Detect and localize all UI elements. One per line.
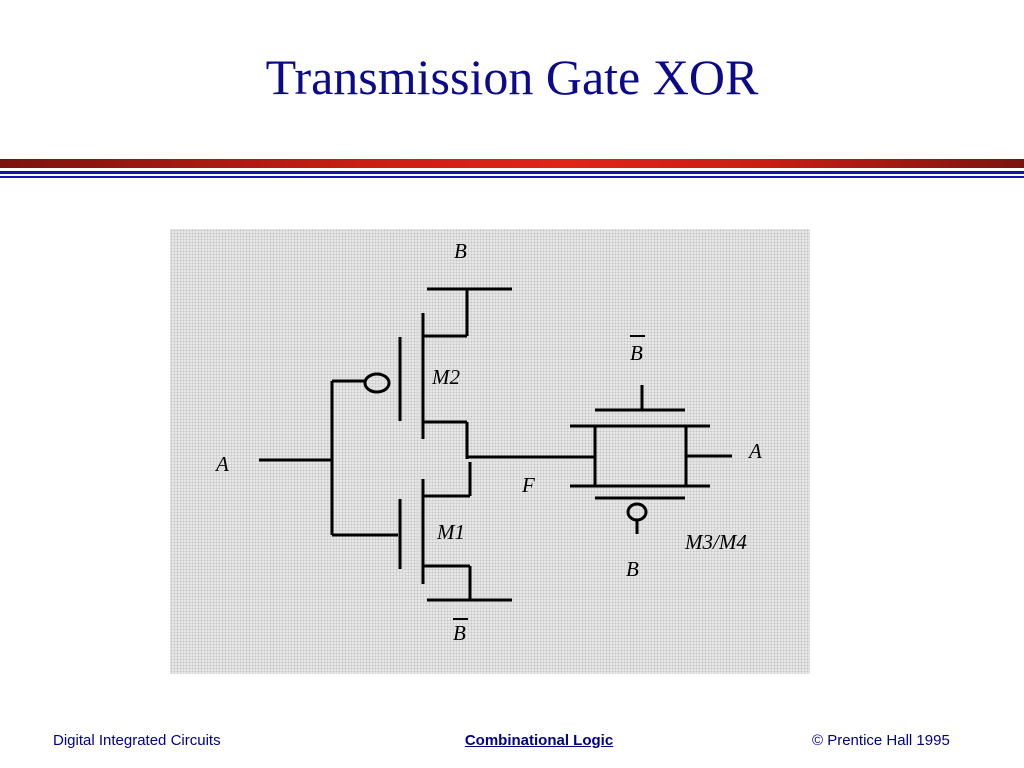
circuit-diagram: B B M2 A A F M1 M3/M4 B B: [170, 229, 810, 674]
header-rule-blue-thin: [0, 176, 1024, 178]
label-b-tg-bottom: B: [626, 557, 639, 581]
transmission-gate-m3-m4: [570, 385, 732, 534]
pmos-m2: [363, 287, 512, 459]
footer-course-title: Digital Integrated Circuits: [53, 732, 221, 749]
label-a-input: A: [214, 452, 229, 476]
inversion-bubble-m2: [363, 372, 391, 394]
label-f-output: F: [521, 473, 535, 497]
input-a-wire: [259, 379, 398, 537]
nmos-m1: [398, 462, 512, 602]
label-m1: M1: [436, 520, 465, 544]
header-rule-red: [0, 159, 1024, 168]
slide-title: Transmission Gate XOR: [265, 49, 759, 105]
footer-section-link[interactable]: Combinational Logic: [464, 732, 614, 749]
label-a-right: A: [747, 439, 762, 463]
circuit-schematic: B B M2 A A F M1 M3/M4 B B: [214, 239, 762, 645]
footer-copyright: © Prentice Hall 1995: [812, 732, 950, 749]
overbars: [453, 335, 645, 620]
label-m2: M2: [431, 365, 460, 389]
header-rule-blue: [0, 171, 1024, 174]
inversion-bubble-m4: [626, 502, 648, 522]
label-b-bar-top: B: [630, 341, 643, 365]
label-b-bar-bottom: B: [453, 621, 466, 645]
label-m3-m4: M3/M4: [684, 530, 747, 554]
label-b-top: B: [454, 239, 467, 263]
